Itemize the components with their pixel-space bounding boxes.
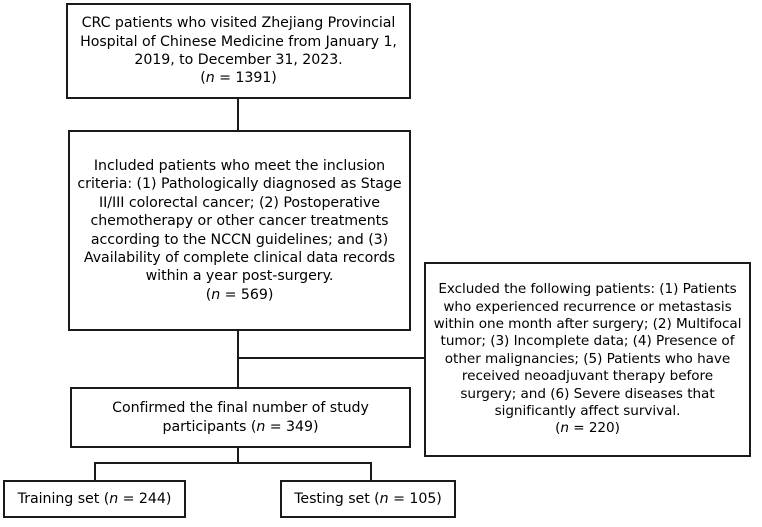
connector-split-bar <box>94 462 372 464</box>
connector-included-to-excluded <box>237 357 426 359</box>
node-source-population-text: CRC patients who visited Zhejiang Provin… <box>80 15 397 87</box>
node-included-patients-text: Included patients who meet the inclusion… <box>77 157 402 303</box>
node-testing-set-text: Testing set (n = 105) <box>294 490 442 507</box>
node-excluded-patients-text: Excluded the following patients: (1) Pat… <box>433 281 742 437</box>
connector-confirmed-stem <box>237 447 239 463</box>
connector-included-to-confirmed <box>237 330 239 388</box>
connector-split-to-training <box>94 462 96 481</box>
node-excluded-patients: Excluded the following patients: (1) Pat… <box>424 262 751 457</box>
node-training-set-text: Training set (n = 244) <box>17 490 172 507</box>
connector-source-to-included <box>237 98 239 131</box>
node-confirmed-participants-text: Confirmed the final number of study part… <box>112 400 369 435</box>
node-training-set: Training set (n = 244) <box>3 480 186 518</box>
node-confirmed-participants: Confirmed the final number of study part… <box>70 387 411 448</box>
node-included-patients: Included patients who meet the inclusion… <box>68 130 411 331</box>
node-source-population: CRC patients who visited Zhejiang Provin… <box>66 3 411 99</box>
node-testing-set: Testing set (n = 105) <box>280 480 456 518</box>
connector-split-to-testing <box>370 462 372 481</box>
